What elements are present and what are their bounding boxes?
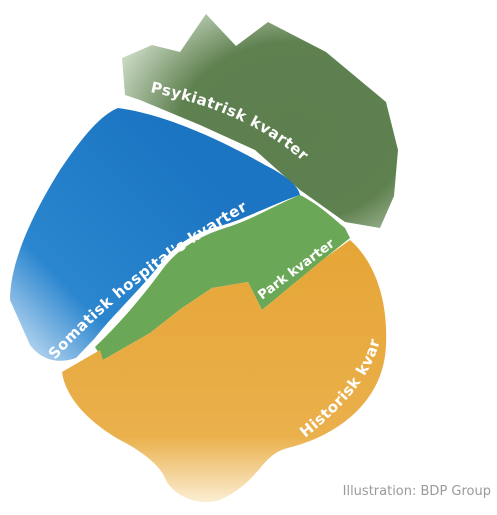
district-historisk[interactable] (62, 240, 387, 503)
district-park[interactable] (95, 195, 350, 360)
illustration-credit: Illustration: BDP Group (342, 484, 491, 499)
district-psykiatrisk[interactable] (122, 14, 398, 228)
district-somatisk[interactable] (10, 108, 300, 361)
